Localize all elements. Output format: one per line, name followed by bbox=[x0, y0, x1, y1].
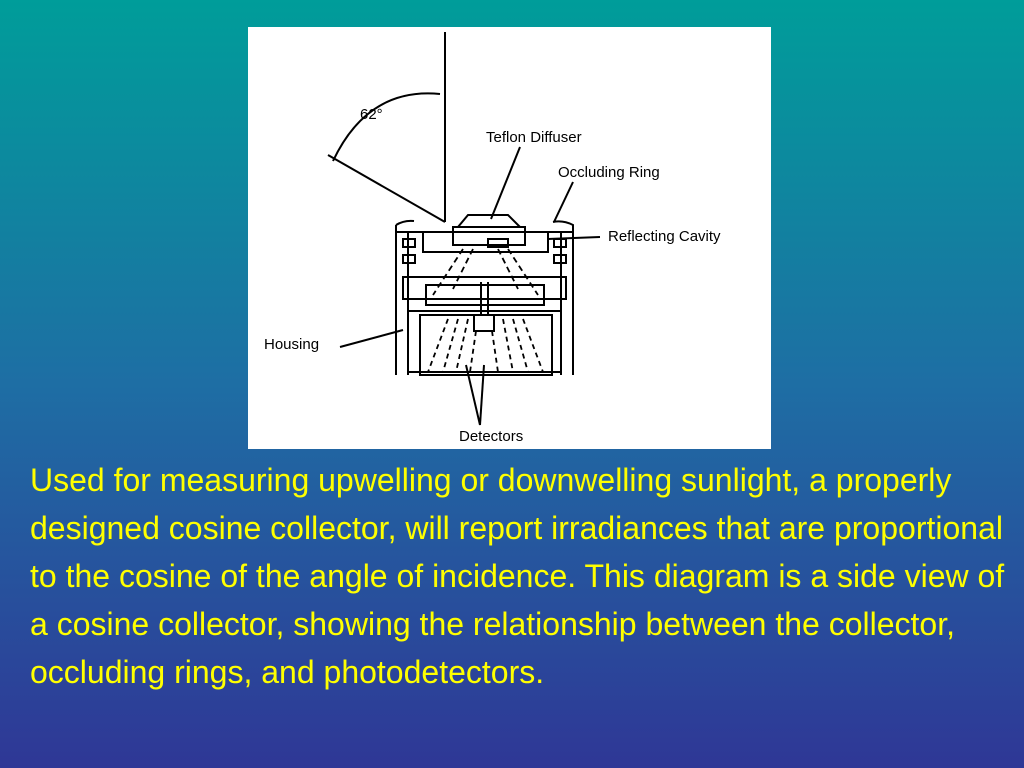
angle-label: 62° bbox=[360, 106, 383, 123]
detectors-label: Detectors bbox=[459, 428, 523, 445]
angle-arc bbox=[332, 92, 441, 162]
cosine-collector-diagram: 62° Teflon Diffuser Occluding Ring Refle… bbox=[248, 27, 771, 449]
reflecting-cavity-lines bbox=[432, 248, 539, 296]
occluding-ring-2 bbox=[402, 254, 416, 264]
leader-housing bbox=[339, 329, 404, 348]
occluding-ring-label: Occluding Ring bbox=[558, 164, 660, 181]
reflecting-cavity-label: Reflecting Cavity bbox=[608, 228, 721, 245]
diffuser-plate bbox=[422, 231, 549, 253]
leader-teflon bbox=[490, 146, 521, 220]
teflon-diffuser-shape bbox=[457, 214, 521, 228]
occluding-ring-1 bbox=[402, 238, 416, 248]
inner-block bbox=[425, 284, 545, 306]
leader-detectors-2 bbox=[479, 364, 485, 426]
cavity-top bbox=[487, 238, 509, 248]
leader-reflecting bbox=[547, 236, 601, 240]
detector-dashed-lines bbox=[427, 318, 544, 373]
housing-top bbox=[395, 220, 574, 233]
housing-label: Housing bbox=[264, 336, 319, 353]
housing-top-left-curve bbox=[395, 219, 415, 226]
caption-text: Used for measuring upwelling or downwell… bbox=[30, 462, 1005, 690]
diagram-svg: 62° Teflon Diffuser Occluding Ring Refle… bbox=[264, 32, 721, 445]
middle-collar bbox=[402, 276, 567, 300]
lower-collar bbox=[407, 298, 562, 312]
incidence-ray bbox=[327, 154, 446, 223]
leader-occluding bbox=[553, 181, 574, 223]
detector-block bbox=[473, 314, 495, 332]
teflon-diffuser-label: Teflon Diffuser bbox=[486, 129, 582, 146]
leader-detectors-1 bbox=[465, 364, 481, 426]
occluding-ring-4 bbox=[553, 254, 567, 264]
